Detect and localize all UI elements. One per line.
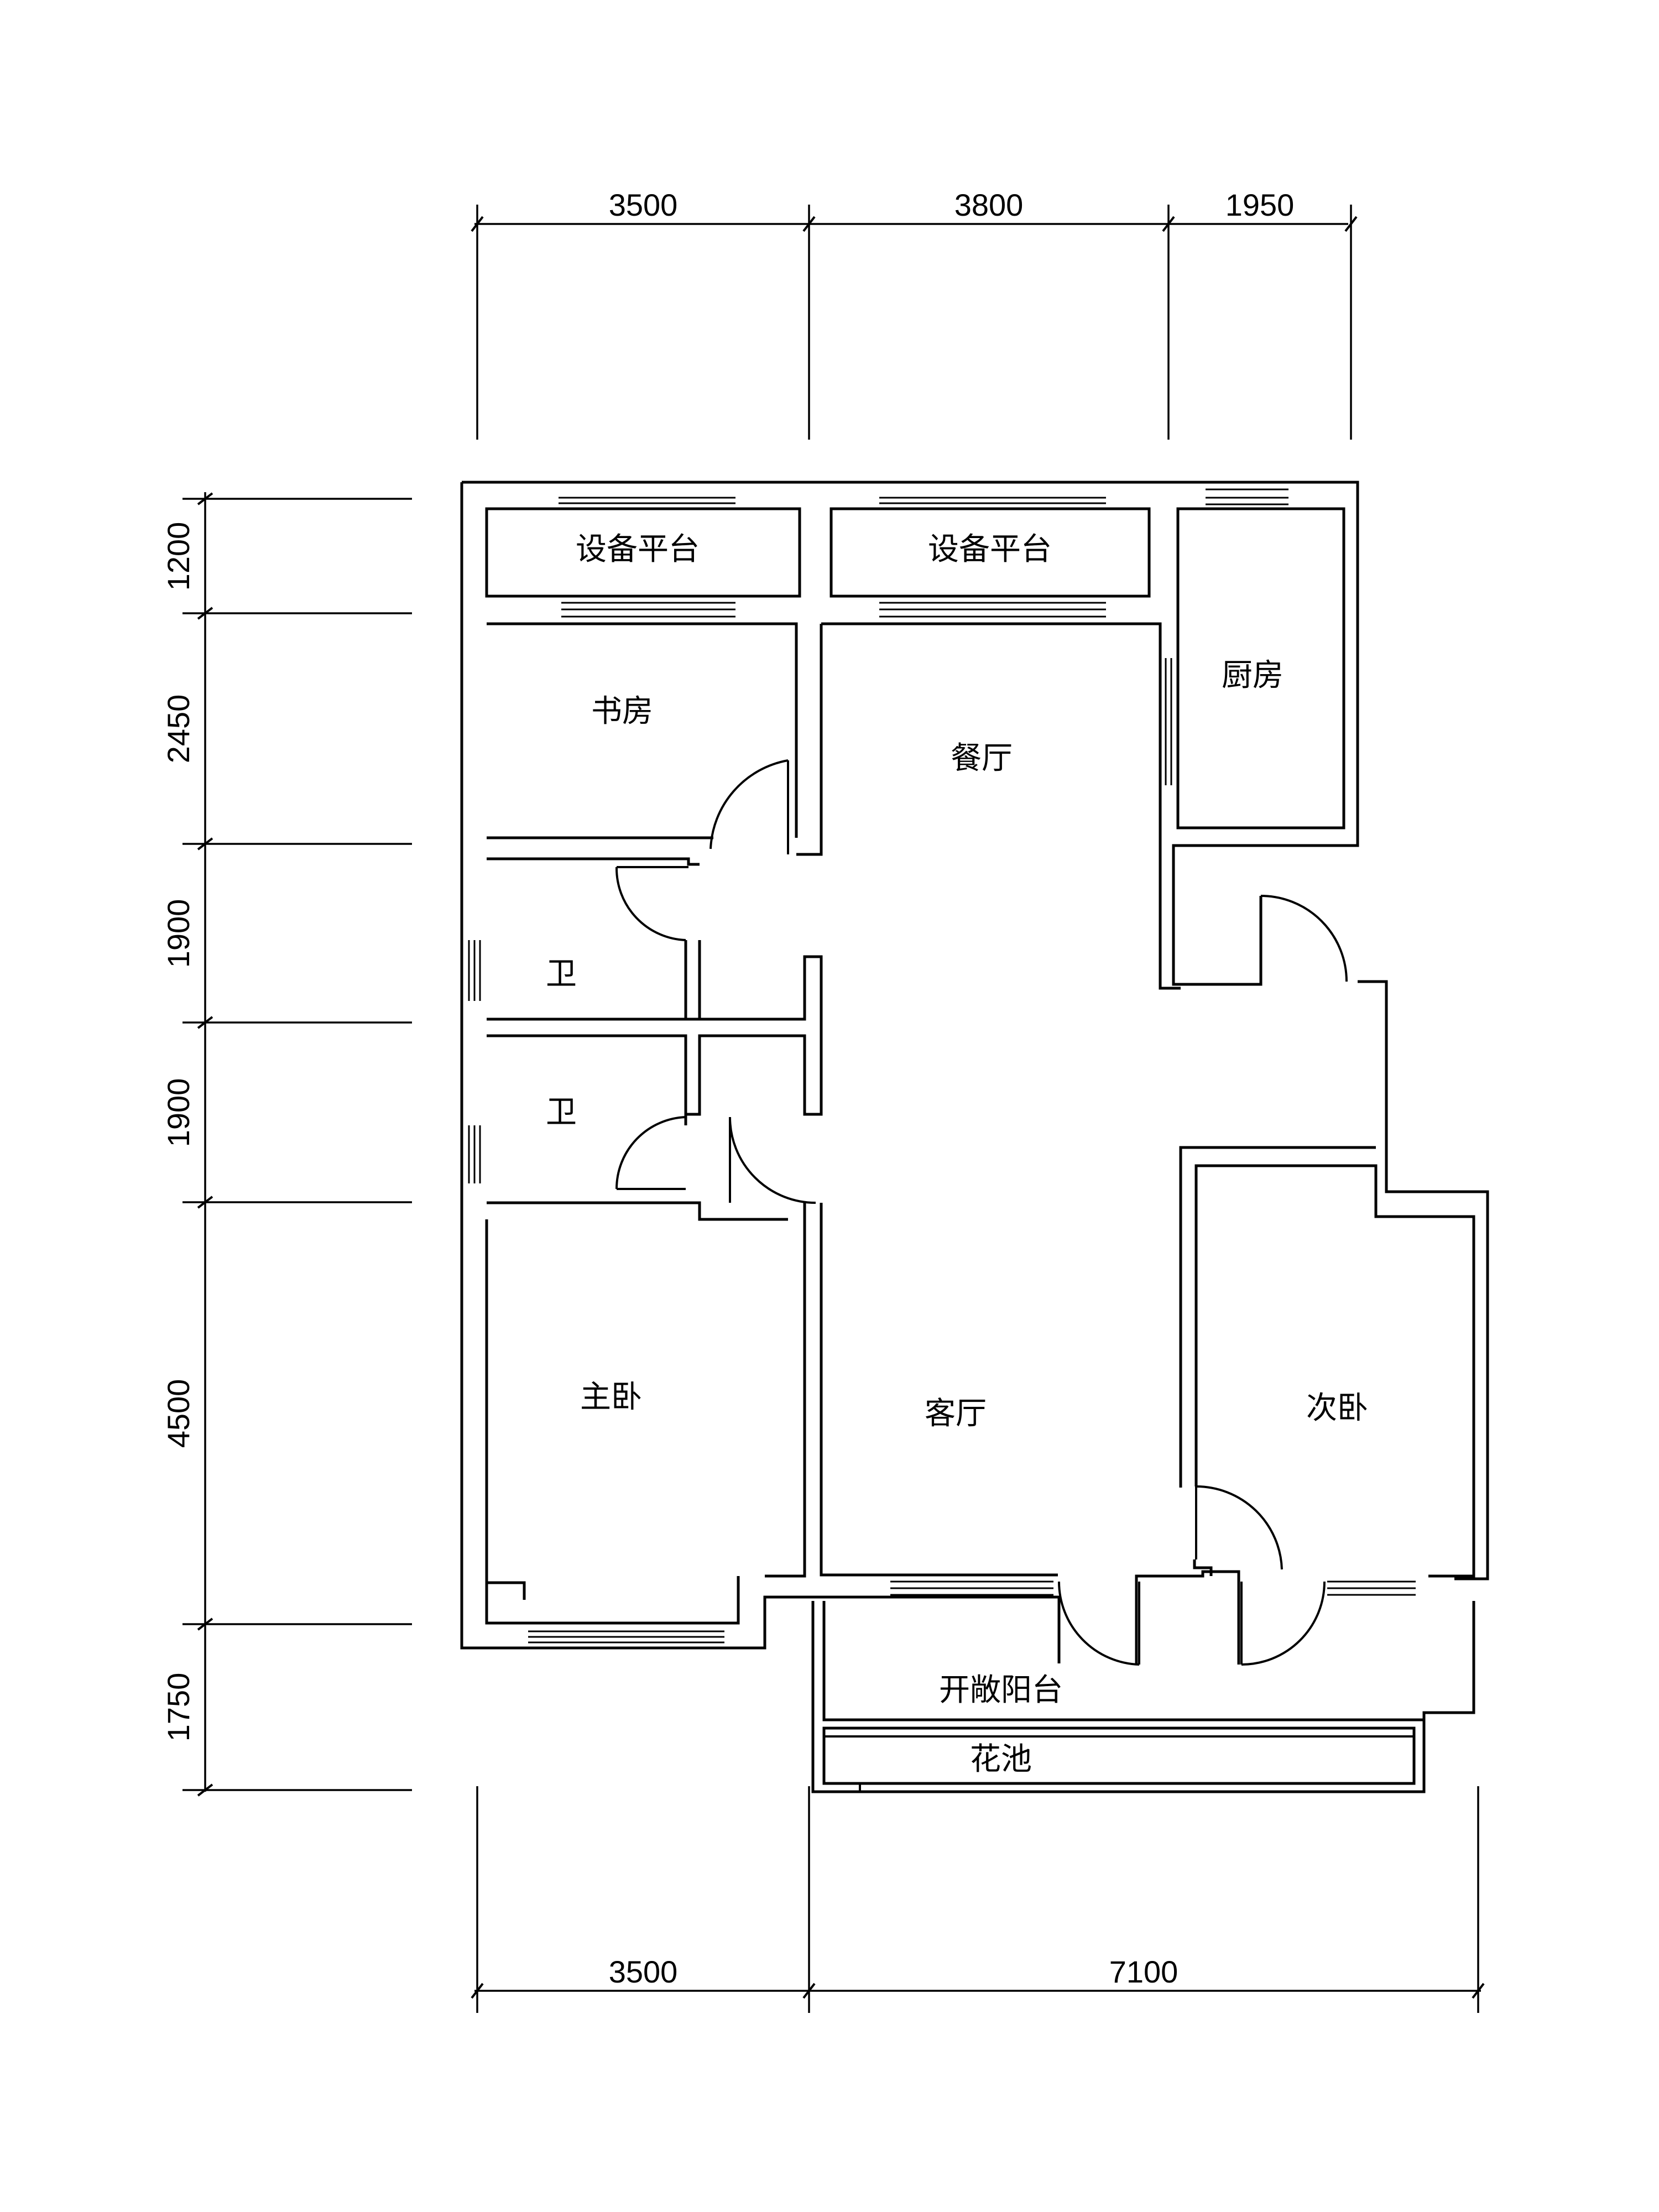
window xyxy=(1327,1580,1416,1596)
window xyxy=(468,1125,481,1183)
room-label-bathroom-1: 卫 xyxy=(546,956,577,992)
room-label-master-bedroom: 主卧 xyxy=(580,1379,642,1415)
corridor-wall xyxy=(821,622,1181,990)
bottom-dimension-chain: 3500 7100 xyxy=(471,1786,1485,2013)
dimension-label: 1200 xyxy=(161,522,196,591)
flower-bed-outline xyxy=(822,1726,1416,1785)
window xyxy=(528,1630,724,1644)
dimension-label: 3500 xyxy=(609,1954,678,1989)
room-label-dining: 餐厅 xyxy=(951,740,1013,776)
doors xyxy=(615,759,1348,1666)
dimension-label: 1950 xyxy=(1225,187,1295,222)
dimension-label: 7100 xyxy=(1109,1954,1178,1989)
room-label-equipment-platform-1: 设备平台 xyxy=(576,531,700,567)
windows xyxy=(468,488,1416,1644)
window xyxy=(1165,658,1172,785)
left-dimension-chain: 1200 2450 1900 1900 4500 1750 xyxy=(161,492,412,1797)
door-balcony-living xyxy=(1058,1581,1140,1666)
master-bedroom-sill xyxy=(487,1581,526,1600)
door-second-bedroom xyxy=(1195,1485,1283,1570)
balcony-wall xyxy=(811,1601,1475,1793)
dimension-label: 1900 xyxy=(161,1078,196,1147)
study-wall xyxy=(487,622,798,838)
outer-wall-south-right xyxy=(1135,1570,1240,1665)
room-label-living-room: 客厅 xyxy=(925,1396,987,1432)
corridor-wall-left xyxy=(796,624,823,856)
window xyxy=(1206,488,1288,505)
room-label-kitchen: 厨房 xyxy=(1222,658,1284,693)
outer-wall xyxy=(462,481,1359,986)
living-west-wall xyxy=(820,1203,1058,1577)
walls xyxy=(460,481,1489,1793)
bathroom-1-wall xyxy=(487,857,700,866)
room-label-bathroom-2: 卫 xyxy=(546,1094,577,1130)
door-entrance xyxy=(1260,895,1348,982)
room-label-flower-bed: 花池 xyxy=(970,1741,1032,1777)
second-bedroom-door-frame xyxy=(1193,1559,1213,1576)
window xyxy=(890,1580,1053,1596)
room-label-equipment-platform-2: 设备平台 xyxy=(928,531,1052,567)
kitchen-outline xyxy=(1176,507,1345,830)
window xyxy=(879,602,1106,618)
bathroom-2-bottom xyxy=(487,1201,788,1221)
living-west-inner xyxy=(765,1203,806,1578)
door-bathroom-1 xyxy=(615,866,688,941)
room-label-second-bedroom: 次卧 xyxy=(1306,1390,1368,1426)
master-bedroom-wall xyxy=(485,1219,740,1625)
bathroom-2-wall xyxy=(487,1034,687,1125)
door-study xyxy=(709,759,789,854)
window xyxy=(559,497,735,510)
window xyxy=(561,602,735,618)
bathroom-1-bottom xyxy=(487,955,823,1116)
balcony-inner-wall xyxy=(822,1601,1424,1721)
dimension-label: 3800 xyxy=(954,187,1024,222)
second-bedroom-wall xyxy=(1194,1164,1475,1578)
room-label-open-balcony: 开敞阳台 xyxy=(939,1672,1063,1708)
dimension-label: 1750 xyxy=(161,1673,196,1742)
dimension-label: 2450 xyxy=(161,695,196,764)
door-bathroom-2 xyxy=(615,1116,686,1190)
second-bedroom-west xyxy=(1179,1146,1376,1488)
room-label-study: 书房 xyxy=(591,693,653,729)
dimension-label: 4500 xyxy=(161,1379,196,1448)
door-balcony-bedroom xyxy=(1240,1581,1326,1666)
top-dimension-chain: 3500 3800 1950 xyxy=(471,187,1358,440)
outer-wall-south xyxy=(460,482,1061,1663)
dimension-label: 3500 xyxy=(609,187,678,222)
dimension-label: 1900 xyxy=(161,899,196,968)
outer-wall-east xyxy=(1358,980,1489,1580)
window xyxy=(468,940,481,1001)
window xyxy=(879,497,1106,510)
room-labels: 设备平台 设备平台 书房 餐厅 厨房 卫 卫 主卧 客厅 次卧 开敞阳台 花池 xyxy=(546,531,1368,1777)
door-master-bedroom xyxy=(729,1117,816,1204)
